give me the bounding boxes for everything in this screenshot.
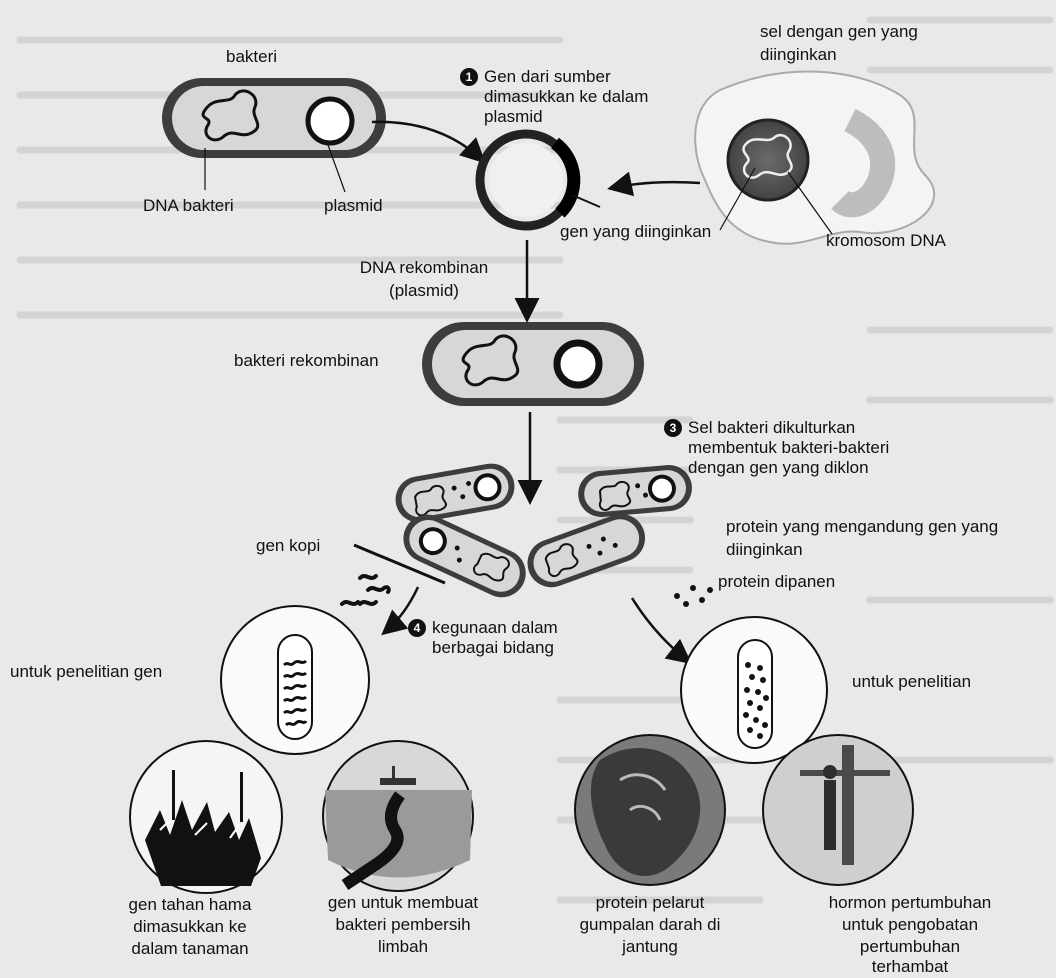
step-4-line-2: berbagai bidang (408, 638, 558, 658)
label-limbah-3: limbah (318, 937, 488, 957)
label-gen-kopi: gen kopi (256, 536, 320, 556)
recombinant-plasmid (480, 134, 574, 226)
arrow-plasmid-to-ring (372, 122, 482, 160)
label-tahan-hama-3: dalam tanaman (100, 939, 280, 959)
step-3-line-2: membentuk bakteri-bakteri (664, 438, 889, 458)
cultured-bacteria-group (392, 460, 694, 605)
label-protein-gen-2: diinginkan (726, 540, 803, 560)
step-3-line-3: dengan gen yang diklon (664, 458, 889, 478)
label-protein-gen-1: protein yang mengandung gen yang (726, 517, 998, 537)
step-1-line-2: dimasukkan ke dalam (460, 87, 648, 107)
protein-dots (674, 585, 713, 607)
label-kromosom-dna: kromosom DNA (826, 231, 946, 251)
oil-spill-circle (323, 741, 473, 891)
step-3-number: 3 (664, 419, 682, 437)
label-dna-bakteri: DNA bakteri (143, 196, 234, 216)
label-untuk-penelitian-gen: untuk penelitian gen (10, 662, 162, 682)
arrow-gene-to-plasmid (612, 182, 700, 188)
label-limbah-2: bakteri pembersih (318, 915, 488, 935)
label-hormon-1: hormon pertumbuhan (810, 893, 1010, 913)
step-1-line-1: Gen dari sumber (484, 67, 611, 86)
label-hormon-4: terhambat (810, 957, 1010, 977)
label-protein-dipanen: protein dipanen (718, 572, 835, 592)
arrow-to-research (632, 598, 688, 661)
heart-circle (575, 735, 725, 885)
step-4-label: 4 kegunaan dalam berbagai bidang (408, 618, 558, 658)
growth-hormone-circle (763, 735, 913, 885)
label-tahan-hama-1: gen tahan hama (100, 895, 280, 915)
step-4-number: 4 (408, 619, 426, 637)
label-plasmid: plasmid (324, 196, 383, 216)
step-1-number: 1 (460, 68, 478, 86)
label-pelarut-3: jantung (565, 937, 735, 957)
label-dna-rekombinan-2: (plasmid) (344, 281, 504, 301)
pest-resistant-plants-circle (130, 741, 282, 893)
source-cell (695, 71, 934, 243)
label-untuk-penelitian: untuk penelitian (852, 672, 971, 692)
label-bakteri: bakteri (226, 47, 277, 67)
label-hormon-2: untuk pengobatan (810, 915, 1010, 935)
research-circle (681, 617, 827, 763)
label-sel-gen-2: diinginkan (760, 45, 837, 65)
label-bakteri-rekombinan: bakteri rekombinan (234, 351, 379, 371)
label-dna-rekombinan-1: DNA rekombinan (344, 258, 504, 278)
step-1-line-3: plasmid (460, 107, 648, 127)
bacterium-top (162, 78, 386, 158)
bacterium-recombinant (422, 322, 644, 406)
label-tahan-hama-2: dimasukkan ke (100, 917, 280, 937)
step-3-label: 3 Sel bakteri dikulturkan membentuk bakte… (664, 418, 889, 478)
gene-research-circle (221, 606, 369, 754)
label-sel-gen-1: sel dengan gen yang (760, 22, 918, 42)
label-pelarut-2: gumpalan darah di (565, 915, 735, 935)
label-hormon-3: pertumbuhan (810, 937, 1010, 957)
label-pelarut-1: protein pelarut (565, 893, 735, 913)
step-4-line-1: kegunaan dalam (432, 618, 558, 637)
gene-copies (342, 576, 389, 604)
label-gen-diinginkan: gen yang diinginkan (560, 222, 711, 242)
step-1-label: 1 Gen dari sumber dimasukkan ke dalam pla… (460, 67, 648, 127)
label-limbah-1: gen untuk membuat (318, 893, 488, 913)
step-3-line-1: Sel bakteri dikulturkan (688, 418, 855, 437)
